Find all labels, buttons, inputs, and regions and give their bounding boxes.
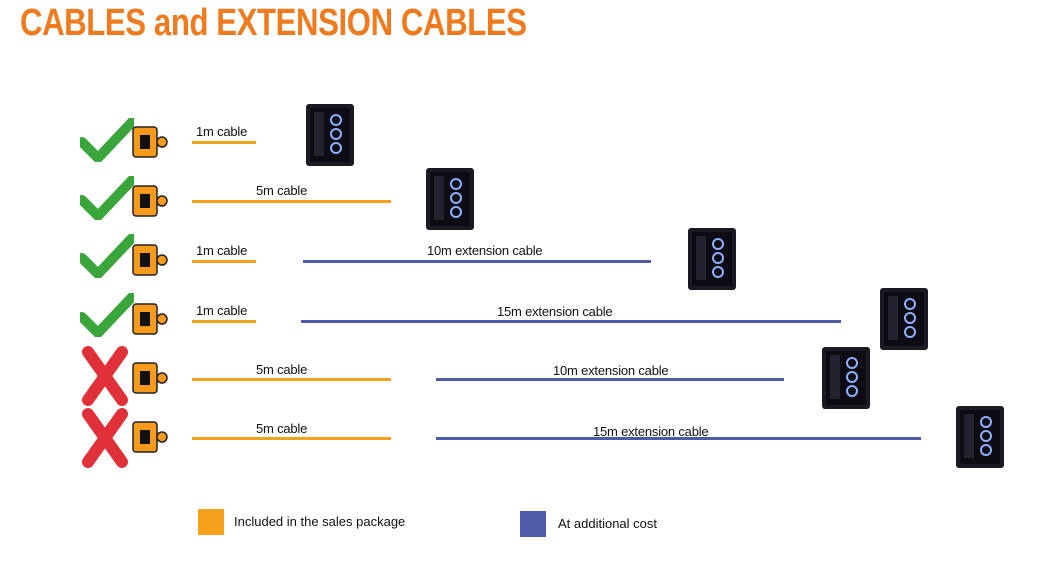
camera-device-icon <box>132 126 168 158</box>
check-icon <box>80 293 134 337</box>
included-cable <box>192 141 256 144</box>
check-icon <box>80 176 134 220</box>
legend-swatch-additional <box>520 511 546 537</box>
check-icon <box>80 118 134 162</box>
camera-device-icon <box>132 244 168 276</box>
included-cable <box>192 260 256 263</box>
extension-cable <box>303 260 651 263</box>
cable-label: 1m cable <box>196 303 248 318</box>
extension-cable <box>301 320 841 323</box>
camera-device-icon <box>132 362 168 394</box>
pc-tower-icon <box>880 288 928 350</box>
camera-device-icon <box>132 303 168 335</box>
extension-cable-label: 10m extension cable <box>553 363 669 378</box>
camera-device-icon <box>132 421 168 453</box>
cable-label: 1m cable <box>196 243 248 258</box>
page-title: CABLES and EXTENSION CABLES <box>20 2 527 44</box>
pc-tower-icon <box>426 168 474 230</box>
included-cable <box>192 378 391 381</box>
cross-icon <box>82 408 128 468</box>
extension-cable <box>436 437 921 440</box>
legend-label-additional: At additional cost <box>558 516 658 531</box>
extension-cable-label: 10m extension cable <box>427 243 543 258</box>
extension-cable <box>436 378 784 381</box>
legend-label-included: Included in the sales package <box>234 514 406 529</box>
check-icon <box>80 234 134 278</box>
cross-icon <box>82 346 128 406</box>
cable-label: 1m cable <box>196 124 248 139</box>
pc-tower-icon <box>306 104 354 166</box>
included-cable <box>192 320 256 323</box>
extension-cable-label: 15m extension cable <box>497 304 613 319</box>
legend-swatch-included <box>198 509 224 535</box>
camera-device-icon <box>132 185 168 217</box>
included-cable <box>192 200 391 203</box>
extension-cable-label: 15m extension cable <box>593 424 709 439</box>
cable-label: 5m cable <box>256 362 308 377</box>
cable-label: 5m cable <box>256 421 308 436</box>
pc-tower-icon <box>956 406 1004 468</box>
cable-label: 5m cable <box>256 183 308 198</box>
pc-tower-icon <box>822 347 870 409</box>
pc-tower-icon <box>688 228 736 290</box>
included-cable <box>192 437 391 440</box>
